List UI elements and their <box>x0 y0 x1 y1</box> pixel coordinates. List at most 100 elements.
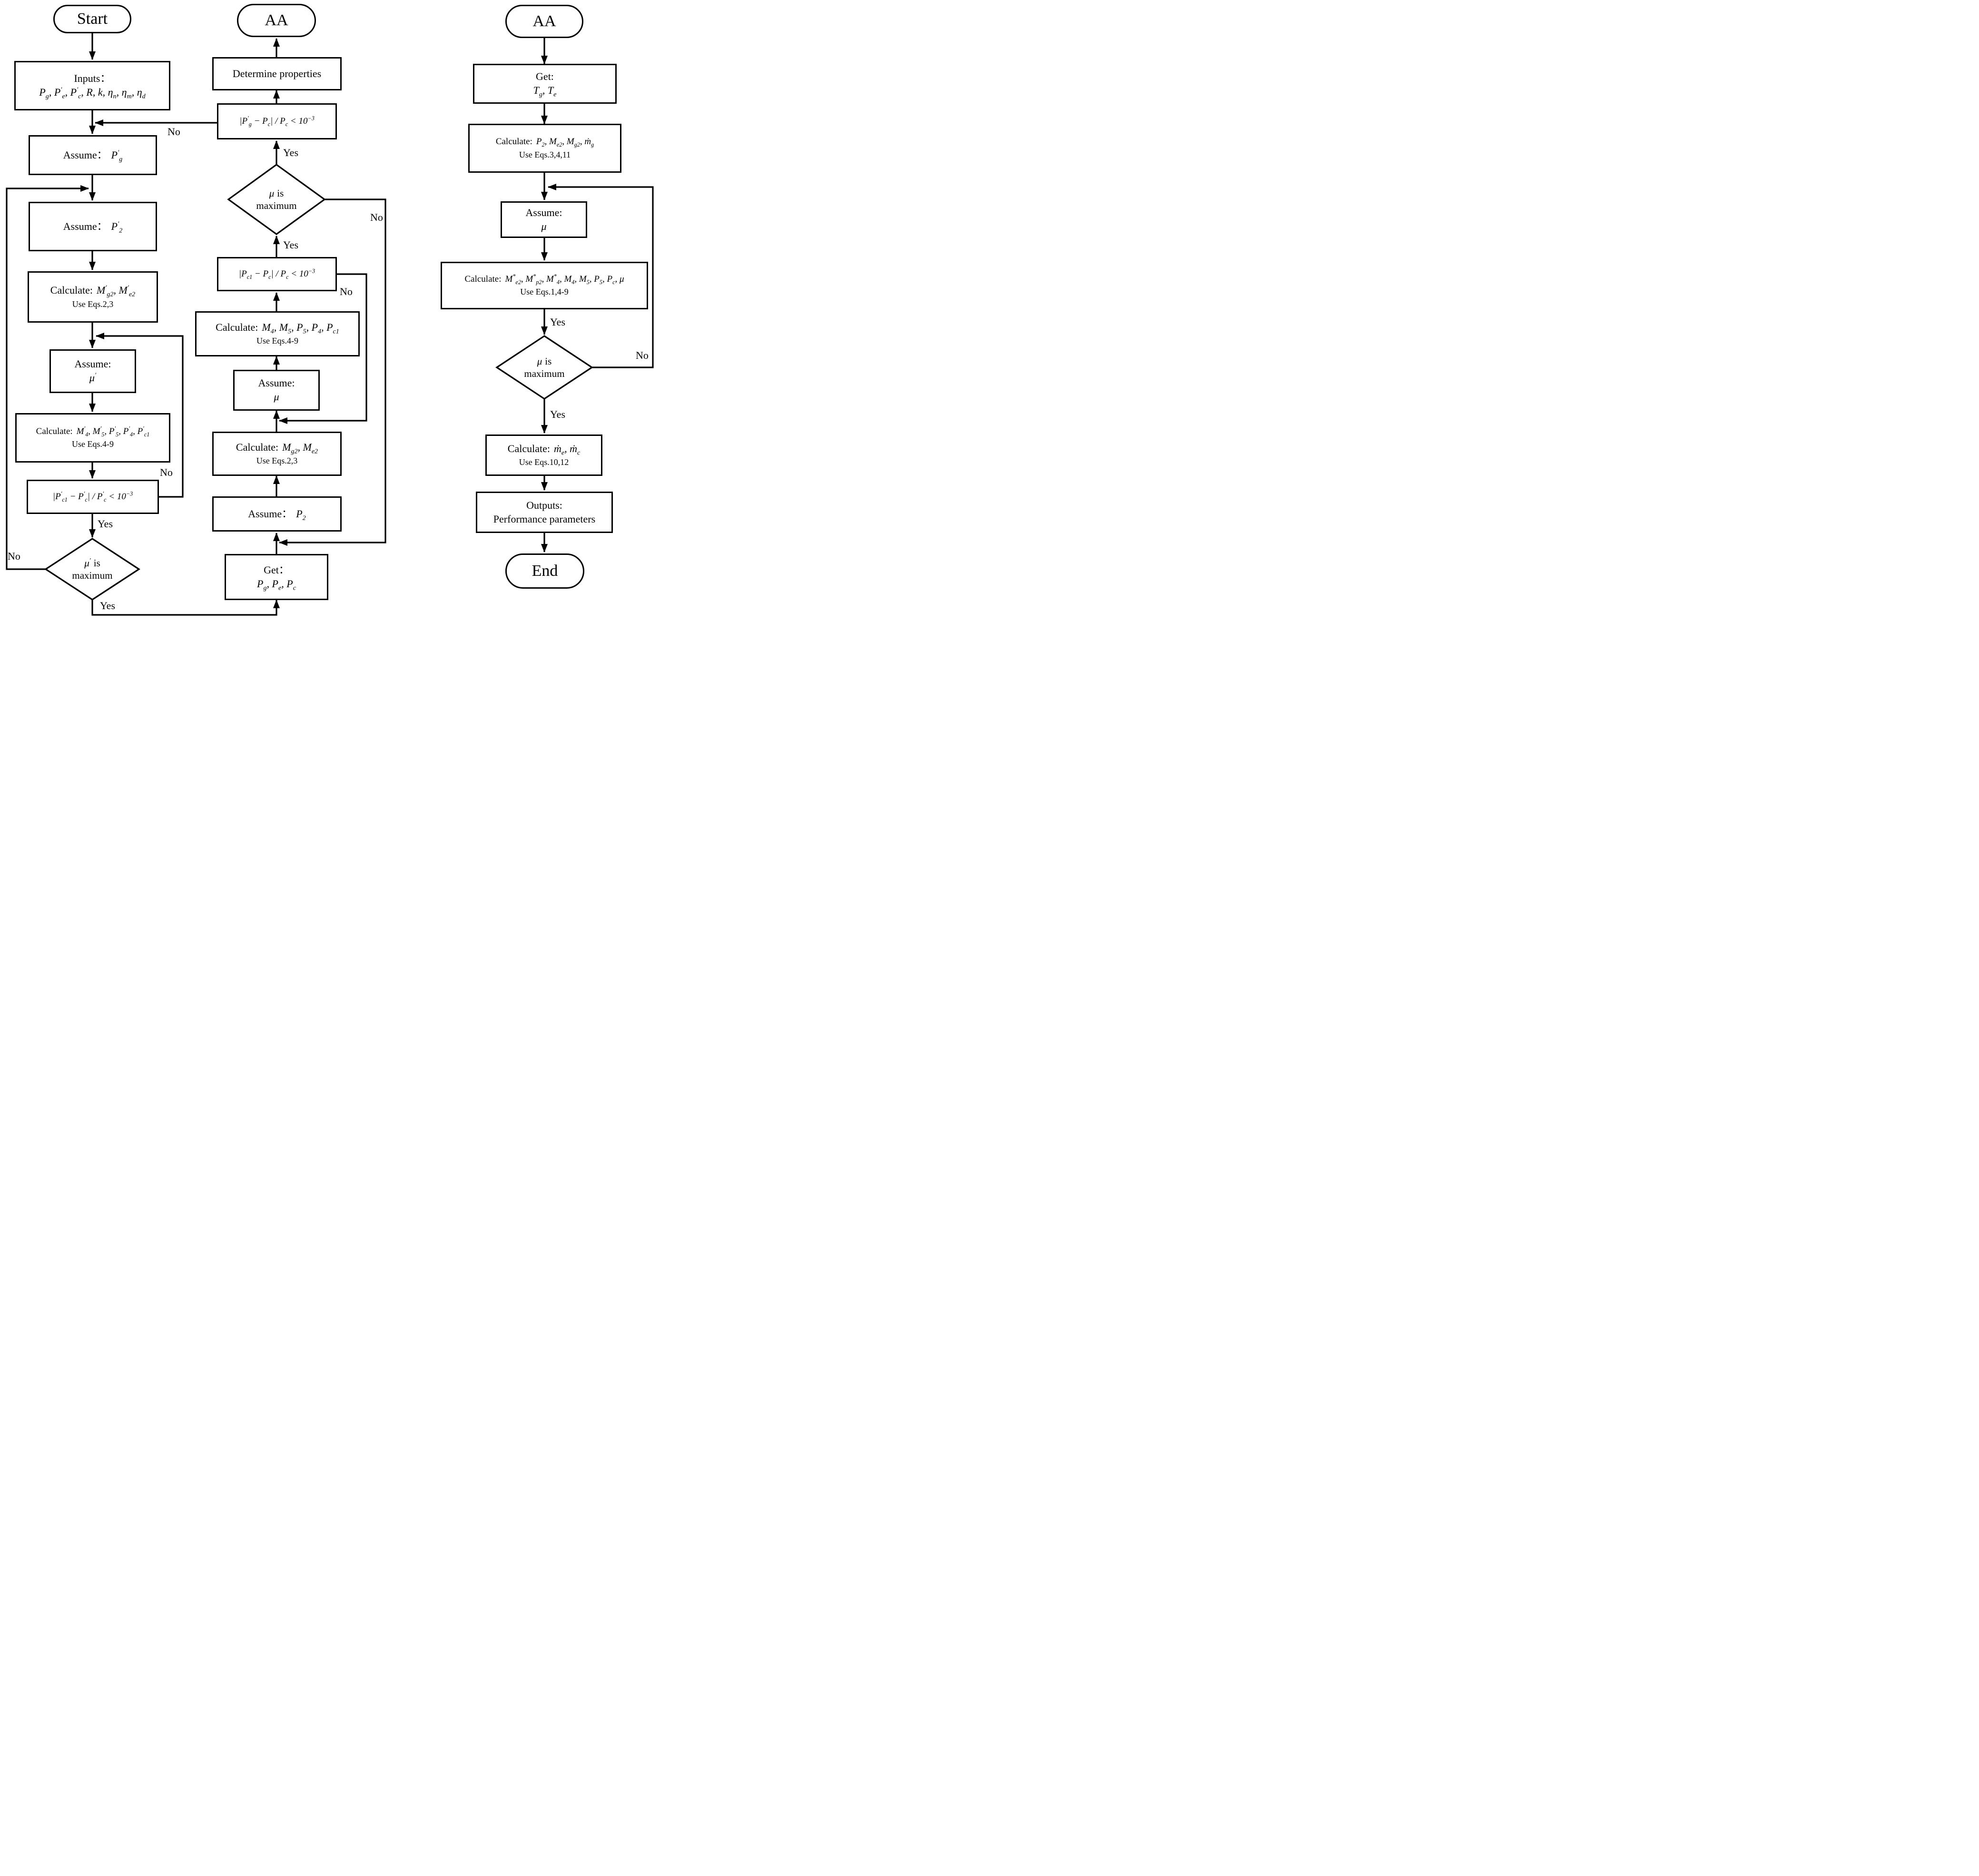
condition-pg: |P′g − Pc| / Pc < 10−3 <box>217 103 337 139</box>
calc-mg2-mid-math: Mg2, Me2 <box>282 441 318 455</box>
condition-pc1-prime: |P′c1 − P′c| / P′c < 10−3 <box>27 480 159 514</box>
process-calc-m4-mid: Calculate: M4, M5, P5, P4, Pc1 Use Eqs.4… <box>195 311 360 356</box>
terminal-aa-mid: AA <box>237 4 316 37</box>
decision-mu-right-mu: μ <box>537 355 542 367</box>
process-assume-mu-mid: Assume: μ <box>233 370 320 411</box>
calc-p2-right-label: Calculate: <box>495 137 532 147</box>
connector-no-condpc1mid-loop <box>279 273 367 424</box>
terminal-start: Start <box>53 5 131 33</box>
edge-label-yes-calcstar: Yes <box>550 316 566 328</box>
process-outputs: Outputs: Performance parameters <box>476 492 613 533</box>
assume-mu-mid-label: Assume: <box>258 377 295 389</box>
process-assume-p2-prime: Assume： P′2 <box>29 202 157 251</box>
calc-m4-mid-note: Use Eqs.4-9 <box>256 336 298 346</box>
decision-mu-right-text: μ is maximum <box>508 350 581 385</box>
calc-mdot-right-note: Use Eqs.10,12 <box>519 457 569 467</box>
calc-mg2-prime-label: Calculate: <box>50 284 93 296</box>
terminal-aa-right-label: AA <box>532 12 556 30</box>
get-right-label: Get: <box>536 70 554 83</box>
calc-p2-right-note: Use Eqs.3,4,11 <box>519 149 571 159</box>
assume-mu-right-label: Assume: <box>525 206 562 218</box>
connector-no-diamondright-loop <box>548 184 654 368</box>
edge-label-yes-condpc1-prime: Yes <box>98 518 113 530</box>
outputs-line2: Performance parameters <box>493 513 596 525</box>
process-inputs: Inputs： Pg, P′e, P′c, R, k, ηn, ηm, ηd <box>14 61 170 110</box>
flow-connectors <box>6 33 654 616</box>
calc-star-right-math: M*e2, M*p2, M*4, M4, M5, P5, Pc, μ <box>505 273 624 286</box>
get-mid-math: Pg, Pe, Pc <box>257 577 296 592</box>
calc-mdot-right-label: Calculate: <box>507 442 550 454</box>
process-assume-pg-prime: Assume： P′g <box>29 135 157 175</box>
process-calc-m4-prime: Calculate: M′4, M′5, P′5, P′4, P′c1 Use … <box>15 413 170 463</box>
edge-label-yes-diamond-right: Yes <box>550 408 566 420</box>
connector-no-condpc1p-loop <box>96 333 184 498</box>
connector-yes-diamondleft-get <box>91 600 280 616</box>
process-assume-p2-mid: Assume： P2 <box>212 496 342 532</box>
process-assume-mu-right: Assume: μ <box>501 201 587 238</box>
calc-star-right-label: Calculate: <box>464 274 502 284</box>
condition-pg-math: |P′g − Pc| / Pc < 10−3 <box>239 115 315 128</box>
decision-mu-right-is: is <box>545 355 552 367</box>
calc-mg2-prime-note: Use Eqs.2,3 <box>72 299 114 309</box>
calc-m4-prime-label: Calculate: <box>36 426 73 436</box>
process-determine-properties: Determine properties <box>212 57 342 90</box>
process-calc-p2-right: Calculate: P2, Me2, Mg2, ṁg Use Eqs.3,4,… <box>468 124 621 173</box>
assume-p2-prime-math: P′2 <box>111 220 123 234</box>
connector-no-diamondleft-loop <box>6 185 89 570</box>
inputs-label: Inputs： <box>74 72 111 85</box>
process-get-mid: Get： Pg, Pe, Pc <box>225 554 328 600</box>
edge-label-no-diamond-left: No <box>8 550 20 562</box>
edge-label-no-diamond-mid: No <box>370 211 383 223</box>
assume-mu-right-math: μ <box>541 220 547 232</box>
terminal-aa-mid-label: AA <box>265 11 288 30</box>
calc-m4-prime-math: M′4, M′5, P′5, P′4, P′c1 <box>76 425 150 438</box>
condition-pc1-mid-math: |Pc1 − Pc| / Pc < 10−3 <box>238 268 315 281</box>
decision-mu-prime-mu: μ′ <box>84 556 91 569</box>
get-right-math: Tg, Te <box>533 84 557 99</box>
assume-p2-mid-math: P2 <box>296 507 306 522</box>
decision-mu-prime-shape <box>44 538 140 601</box>
decision-mu-mid-shape <box>227 164 326 235</box>
edge-label-yes-diamond-mid: Yes <box>283 147 299 158</box>
terminal-end: End <box>505 553 584 589</box>
process-assume-mu-prime: Assume: μ′ <box>49 349 136 393</box>
condition-pc1-prime-math: |P′c1 − P′c| / P′c < 10−3 <box>52 491 133 504</box>
calc-mg2-prime-math: M′g2, M′e2 <box>96 284 136 298</box>
edge-label-yes-condpc1-mid: Yes <box>283 239 299 251</box>
decision-mu-mid-mu: μ <box>269 187 275 199</box>
assume-p2-prime-label: Assume： <box>63 220 108 232</box>
edge-label-no-diamond-right: No <box>636 349 649 361</box>
flowchart-canvas: Start Inputs： Pg, P′e, P′c, R, k, ηn, ηm… <box>0 0 660 625</box>
process-calc-star-right: Calculate: M*e2, M*p2, M*4, M4, M5, P5, … <box>441 262 648 309</box>
terminal-end-label: End <box>532 562 558 580</box>
calc-mg2-mid-note: Use Eqs.2,3 <box>256 456 298 466</box>
calc-m4-mid-math: M4, M5, P5, P4, Pc1 <box>262 321 339 335</box>
decision-mu-right-line2: maximum <box>524 368 565 379</box>
process-calc-mdot-right: Calculate: ṁe, ṁc Use Eqs.10,12 <box>485 434 602 476</box>
terminal-aa-right: AA <box>505 5 583 38</box>
process-get-right: Get: Tg, Te <box>473 64 617 104</box>
assume-mu-prime-math: μ′ <box>89 371 97 384</box>
assume-pg-prime-math: P′g <box>111 148 123 163</box>
edge-label-no-condpc1-prime: No <box>160 466 173 478</box>
calc-mdot-right-math: ṁe, ṁc <box>553 442 581 456</box>
decision-mu-mid-text: μ is maximum <box>240 182 313 217</box>
assume-pg-prime-label: Assume： <box>63 148 108 161</box>
get-mid-label: Get： <box>264 563 289 576</box>
edge-label-yes-diamond-left: Yes <box>100 600 116 612</box>
calc-m4-prime-note: Use Eqs.4-9 <box>72 439 114 449</box>
decision-mu-prime-is: is <box>93 557 100 569</box>
inputs-math: Pg, P′e, P′c, R, k, ηn, ηm, ηd <box>39 86 146 100</box>
outputs-label: Outputs: <box>526 499 562 511</box>
edge-label-no-condpg: No <box>167 126 180 138</box>
decision-mu-mid-line2: maximum <box>256 200 297 211</box>
assume-p2-mid-label: Assume： <box>248 507 293 520</box>
calc-m4-mid-label: Calculate: <box>216 321 258 333</box>
determine-properties-label: Determine properties <box>232 67 322 79</box>
edge-label-no-condpc1-mid: No <box>340 286 353 297</box>
process-calc-mg2-mid: Calculate: Mg2, Me2 Use Eqs.2,3 <box>212 432 342 476</box>
calc-mg2-mid-label: Calculate: <box>236 441 279 453</box>
terminal-start-label: Start <box>77 10 108 28</box>
assume-mu-prime-label: Assume: <box>74 358 111 370</box>
calc-star-right-note: Use Eqs.1,4-9 <box>520 287 569 297</box>
